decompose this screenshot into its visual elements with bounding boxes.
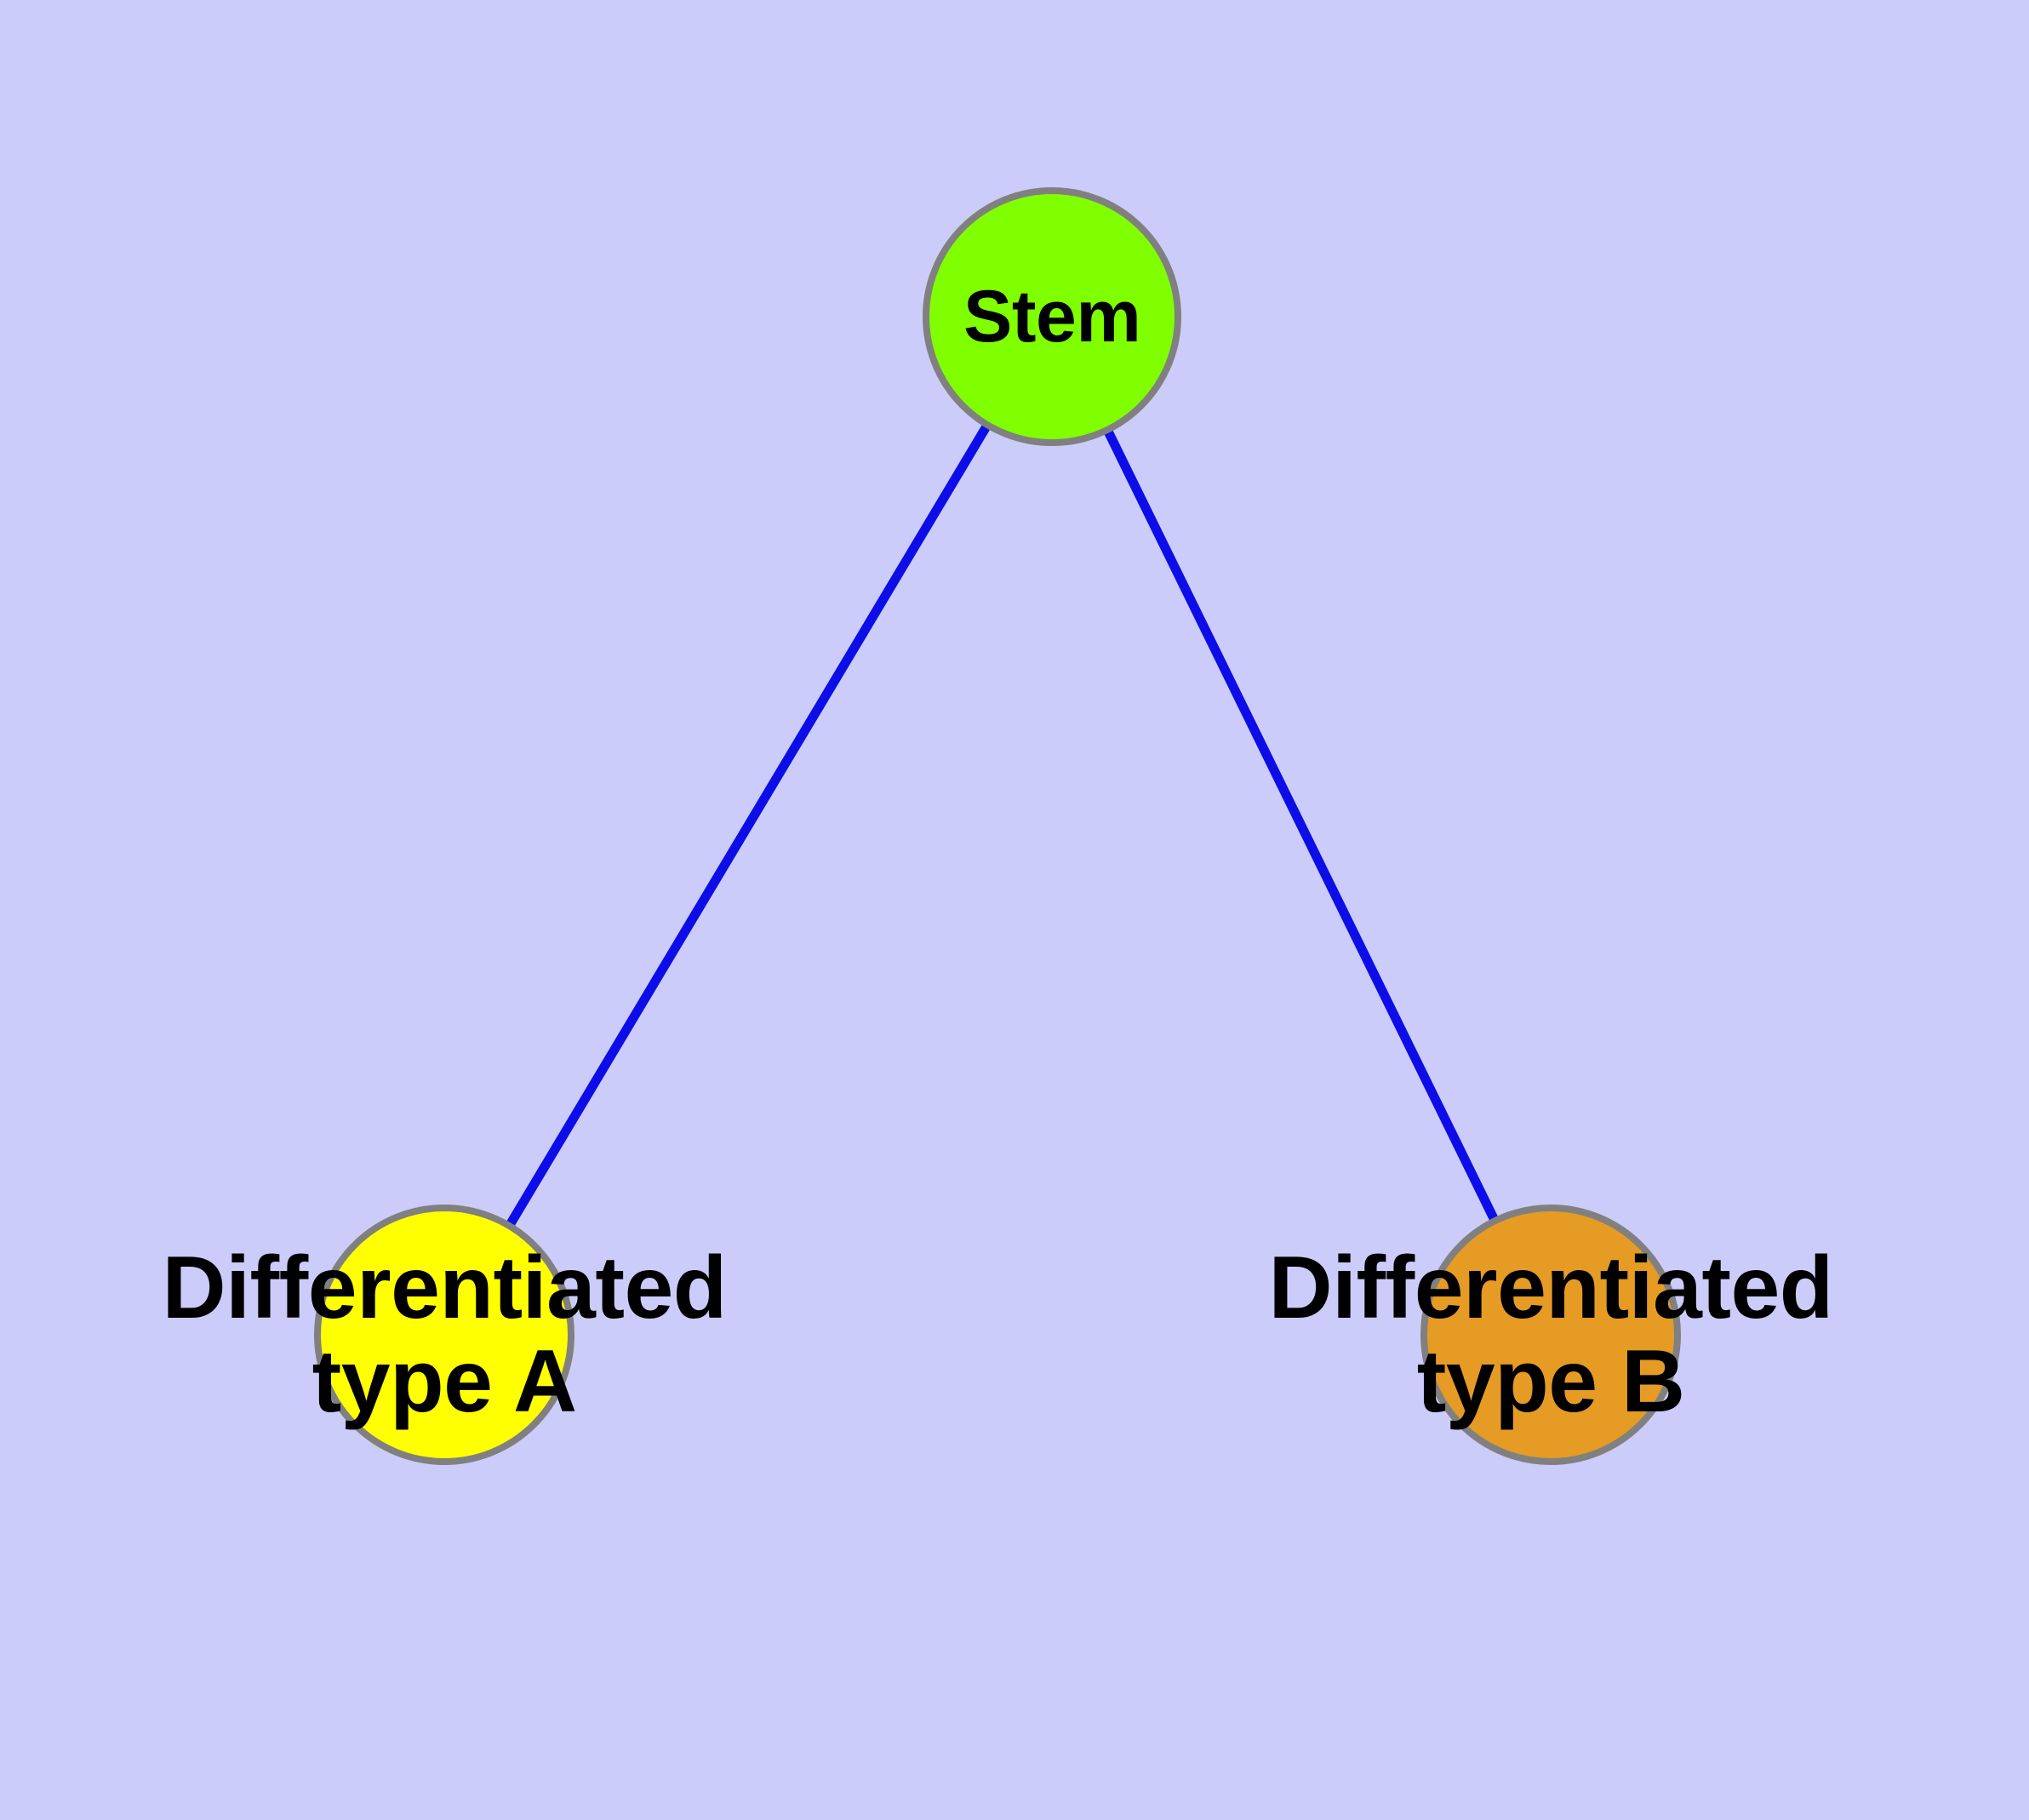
node-stem[interactable]	[923, 187, 1181, 446]
node-layer	[314, 187, 1681, 1465]
edge-stem-diff_a	[506, 423, 991, 1228]
node-diff_b[interactable]	[1420, 1205, 1681, 1465]
edge-layer	[506, 423, 1499, 1228]
node-diff_a[interactable]	[314, 1205, 574, 1465]
edge-stem-diff_b	[1104, 429, 1499, 1222]
